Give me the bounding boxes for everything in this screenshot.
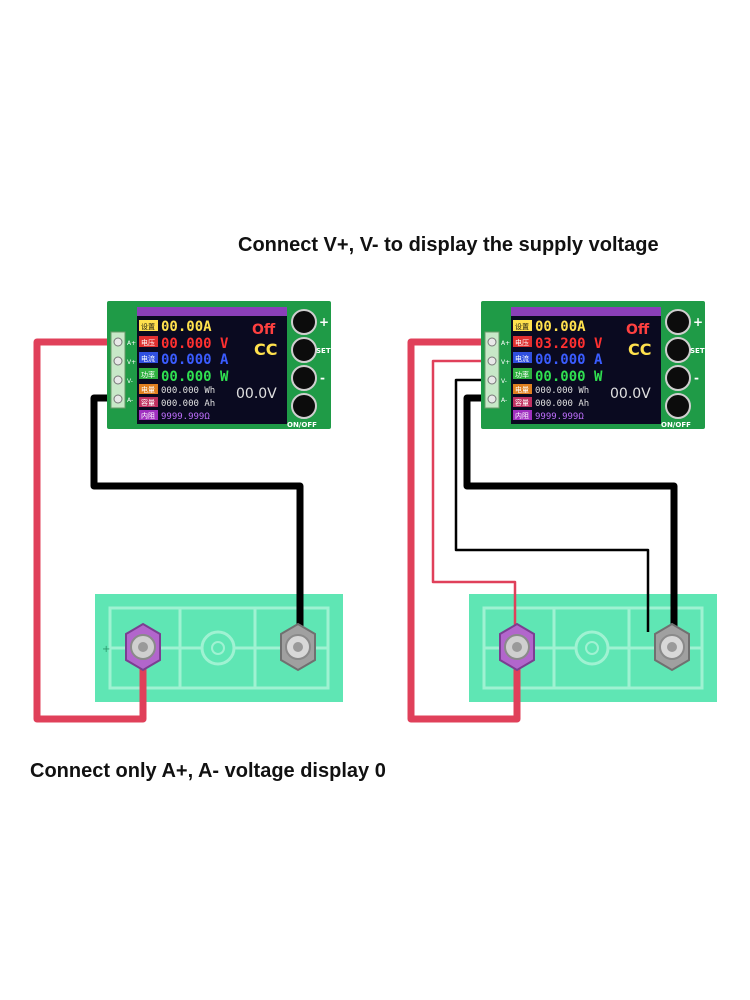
minus-button[interactable] (665, 365, 691, 391)
terminal-block (110, 331, 126, 409)
onoff-button[interactable] (665, 393, 691, 419)
screen-tag-set: 设置 (515, 322, 529, 331)
screen-tag-resistance: 内阻 (141, 411, 155, 420)
minus-button[interactable] (291, 365, 317, 391)
screen-energy-wh: 000.000 Wh (535, 386, 589, 396)
screen-tag-power: 功率 (141, 370, 155, 379)
set-button[interactable] (665, 337, 691, 363)
terminal-label-a-minus: A- (501, 397, 507, 404)
wire-black-v-minus (454, 378, 650, 632)
terminal-label-v-plus: V+ (127, 359, 136, 366)
set-button-label: SET (316, 347, 331, 355)
screen-power: 00.000 W (535, 369, 603, 385)
caption-bottom: Connect only A+, A- voltage display 0 (30, 760, 386, 782)
screen-tag-power: 功率 (515, 370, 529, 379)
set-button-label: SET (690, 347, 705, 355)
caption-top: Connect V+, V- to display the supply vol… (238, 234, 659, 256)
screen-resistance: 9999.999Ω (535, 412, 584, 422)
screen-tag-energy-ah: 容量 (515, 398, 529, 407)
screen-set-current: 00.00A (535, 319, 586, 335)
battery-positive-terminal-left (125, 622, 161, 672)
onoff-button-label: ON/OFF (661, 421, 691, 429)
plus-button[interactable] (291, 309, 317, 335)
screen-energy-ah: 000.000 Ah (535, 399, 589, 409)
left-setup: + A+ V+ V- (33, 301, 343, 723)
screen-set-current: 00.00A (161, 319, 212, 335)
meter-module-right: A+ V+ V- A- 设置 00.00A Off 电压 03.200 V CC… (481, 301, 705, 429)
terminal-label-a-minus: A- (127, 397, 133, 404)
screen-current: 00.000 A (161, 352, 229, 368)
lcd-screen: 设置 00.00A Off 电压 03.200 V CC 电流 00.000 A… (511, 307, 661, 424)
screen-tag-energy-wh: 电量 (515, 385, 529, 394)
terminal-screws (487, 337, 497, 404)
screen-mode: CC (254, 340, 277, 359)
wire-black-a-minus (463, 394, 678, 630)
screen-voltage: 03.200 V (535, 336, 603, 352)
battery-vent-icon (574, 630, 610, 666)
wire-red-a-plus (407, 338, 521, 723)
terminal-block (484, 331, 500, 409)
screen-resistance: 9999.999Ω (161, 412, 210, 422)
screen-tag-voltage: 电压 (515, 338, 529, 347)
screen-tag-set: 设置 (141, 322, 155, 331)
minus-button-label: - (694, 371, 699, 385)
screen-status: Off (626, 322, 650, 338)
screen-tag-voltage: 电压 (141, 338, 155, 347)
screen-vset: 00.0V (236, 386, 277, 402)
terminal-screws (113, 337, 123, 404)
plus-button-label: + (319, 315, 329, 329)
screen-energy-wh: 000.000 Wh (161, 386, 215, 396)
screen-status: Off (252, 322, 276, 338)
battery-plus-mark: + (102, 644, 110, 655)
screen-vset: 00.0V (610, 386, 651, 402)
onoff-button-label: ON/OFF (287, 421, 317, 429)
wire-red-v-plus (431, 359, 517, 628)
screen-tag-current: 电流 (515, 354, 529, 363)
terminal-label-a-plus: A+ (501, 340, 510, 347)
wire-red-a-plus (33, 338, 147, 723)
screen-current: 00.000 A (535, 352, 603, 368)
set-button[interactable] (291, 337, 317, 363)
battery-vent-icon (200, 630, 236, 666)
screen-energy-ah: 000.000 Ah (161, 399, 215, 409)
terminal-label-v-minus: V- (127, 378, 133, 385)
terminal-label-v-plus: V+ (501, 359, 510, 366)
screen-tag-energy-ah: 容量 (141, 398, 155, 407)
screen-voltage: 00.000 V (161, 336, 229, 352)
screen-power: 00.000 W (161, 369, 229, 385)
battery-positive-terminal-right (499, 622, 535, 672)
screen-tag-current: 电流 (141, 354, 155, 363)
screen-tag-resistance: 内阻 (515, 411, 529, 420)
meter-module-left: A+ V+ V- A- 设置 00.00A Off 电压 00.000 V CC… (107, 301, 331, 429)
battery-negative-terminal-left (280, 622, 316, 672)
minus-button-label: - (320, 371, 325, 385)
terminal-label-a-plus: A+ (127, 340, 136, 347)
terminal-label-v-minus: V- (501, 378, 507, 385)
wire-black-a-minus (90, 394, 304, 630)
screen-tag-energy-wh: 电量 (141, 385, 155, 394)
plus-button-label: + (693, 315, 703, 329)
plus-button[interactable] (665, 309, 691, 335)
lcd-screen: 设置 00.00A Off 电压 00.000 V CC 电流 00.000 A… (137, 307, 287, 424)
onoff-button[interactable] (291, 393, 317, 419)
battery-negative-terminal-right (654, 622, 690, 672)
right-setup: A+ V+ V- A- 设置 00.00A Off 电压 03.200 V CC… (407, 301, 717, 723)
screen-mode: CC (628, 340, 651, 359)
